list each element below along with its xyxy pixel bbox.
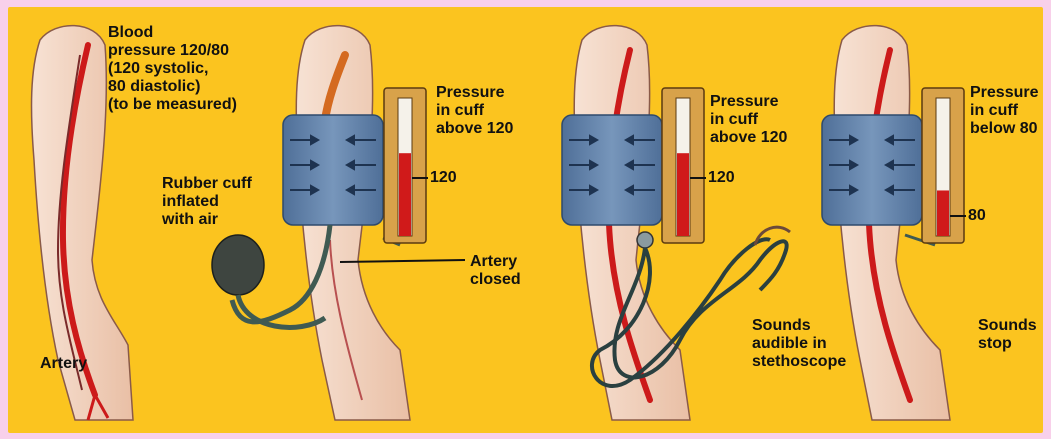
rubber-cuff-label: Rubber cuff inflated with air: [162, 175, 252, 229]
gauge-3-mercury: [677, 153, 689, 236]
blood-pressure-label: Blood pressure 120/80 (120 systolic, 80 …: [108, 24, 237, 114]
sounds-audible-label: Sounds audible in stethoscope: [752, 317, 846, 371]
artery-closed-label: Artery closed: [470, 253, 521, 289]
gauge-mark-4: 80: [968, 207, 986, 225]
rubber-bulb: [212, 235, 264, 295]
pressure-label-2: Pressure in cuff above 120: [436, 84, 513, 138]
pressure-label-4: Pressure in cuff below 80: [970, 84, 1039, 138]
cuff-3: [562, 115, 662, 225]
sounds-stop-label: Sounds stop: [978, 317, 1037, 353]
gauge-4: [922, 88, 966, 243]
cuff-2: [283, 115, 383, 225]
pressure-label-3: Pressure in cuff above 120: [710, 93, 787, 147]
gauge-mark-2: 120: [430, 169, 457, 187]
gauge-2-mercury: [399, 153, 411, 236]
cuff-4: [822, 115, 922, 225]
gauge-mark-3: 120: [708, 169, 735, 187]
gauge-2: [384, 88, 428, 243]
gauge-4-mercury: [937, 190, 949, 236]
artery-label: Artery: [40, 355, 87, 373]
gauge-3: [662, 88, 706, 243]
stethoscope-chestpiece: [637, 232, 653, 248]
